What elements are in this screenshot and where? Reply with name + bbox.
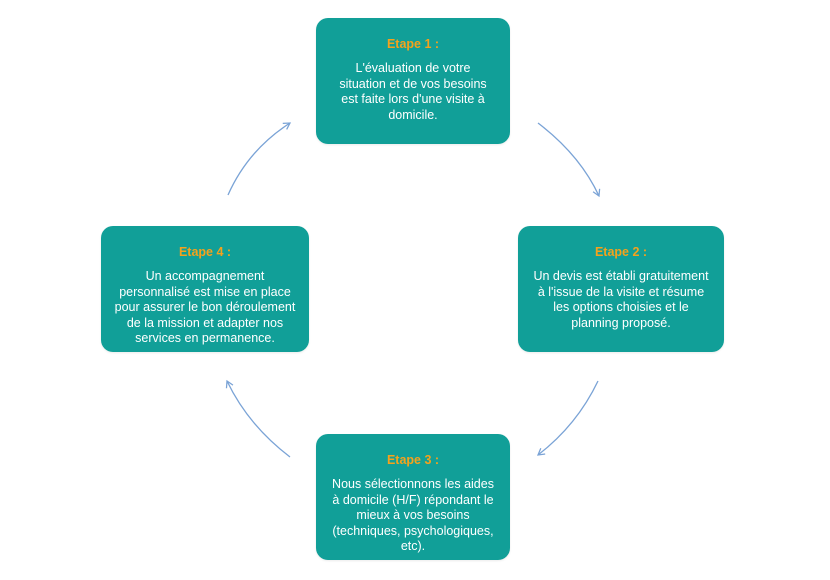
step-2-box: Etape 2 : Un devis est établi gratuiteme… <box>518 226 724 352</box>
arrow-step1-to-step2 <box>537 122 601 198</box>
step-4-text: Un accompagnement personnalisé est mise … <box>114 269 296 345</box>
step-1-title: Etape 1 : <box>386 37 440 51</box>
arrow-step3-to-step4 <box>225 379 291 458</box>
step-4-title: Etape 4 : <box>178 245 232 259</box>
step-1-text: L'évaluation de votre situation et de vo… <box>339 61 487 122</box>
step-3-text: Nous sélectionnons les aides à domicile … <box>332 477 494 553</box>
step-4-box: Etape 4 : Un accompagnement personnalisé… <box>101 226 309 352</box>
step-3-box: Etape 3 : Nous sélectionnons les aides à… <box>316 434 510 560</box>
step-3-title: Etape 3 : <box>386 453 440 467</box>
arrow-step2-to-step3 <box>536 380 599 456</box>
step-1-box: Etape 1 : L'évaluation de votre situatio… <box>316 18 510 144</box>
step-2-text: Un devis est établi gratuitement à l'iss… <box>533 269 709 330</box>
arrow-step4-to-step1 <box>227 122 292 196</box>
step-2-title: Etape 2 : <box>594 245 648 259</box>
